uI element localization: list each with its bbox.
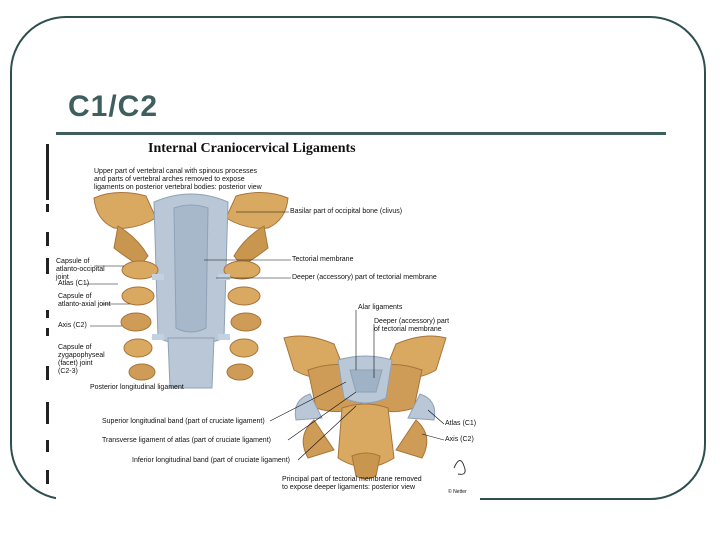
edge-mark [46,144,49,200]
edge-mark [46,204,49,212]
label-principal-part: Principal part of tectorial membrane rem… [282,476,422,491]
edge-mark [46,402,49,424]
label-transverse-ligament: Transverse ligament of atlas (part of cr… [102,437,271,444]
title-divider [56,132,666,135]
edge-mark [46,258,49,274]
label-atlas-left: Atlas (C1) [58,280,90,287]
edge-mark [46,232,49,246]
label-deeper-tectorial: Deeper (accessory) part of tectorial mem… [292,274,437,281]
left-edge-marks [44,140,52,500]
edge-mark [46,328,49,336]
label-inferior-band: Inferior longitudinal band (part of cruc… [132,457,290,464]
label-axis-right: Axis (C2) [445,436,474,443]
label-capsule-zygapophyseal: Capsule of zygapophyseal (facet) joint (… [58,344,105,375]
label-atlas-right: Atlas (C1) [445,420,477,427]
edge-mark [46,470,49,484]
label-deeper-part: Deeper (accessory) part of tectorial mem… [374,318,450,333]
anatomy-illustration [86,192,466,480]
label-upper-note: Upper part of vertebral canal with spino… [94,168,262,191]
leader-lines [86,211,445,461]
edge-mark [46,310,49,318]
right-specimen [283,335,447,480]
label-posterior-longitudinal: Posterior longitudinal ligament [90,384,184,391]
edge-mark [46,366,49,380]
edge-mark [46,440,49,452]
label-capsule-aa-joint: Capsule of atlanto-axial joint [58,293,111,308]
left-specimen [93,192,289,389]
netter-signature: © Netter [448,489,467,495]
label-superior-band: Superior longitudinal band (part of cruc… [102,418,265,425]
anatomy-figure: Internal Craniocervical Ligaments Upper … [56,138,480,500]
label-axis-left: Axis (C2) [58,322,87,329]
netter-signature-mark [453,460,466,475]
slide-title: C1/C2 [68,90,159,123]
figure-title: Internal Craniocervical Ligaments [148,141,356,156]
label-tectorial-membrane: Tectorial membrane [292,256,354,263]
label-capsule-ao-joint: Capsule of atlanto-occipital joint [56,258,105,281]
label-alar-ligaments: Alar ligaments [358,304,403,311]
label-basilar-part: Basilar part of occipital bone (clivus) [290,208,403,215]
